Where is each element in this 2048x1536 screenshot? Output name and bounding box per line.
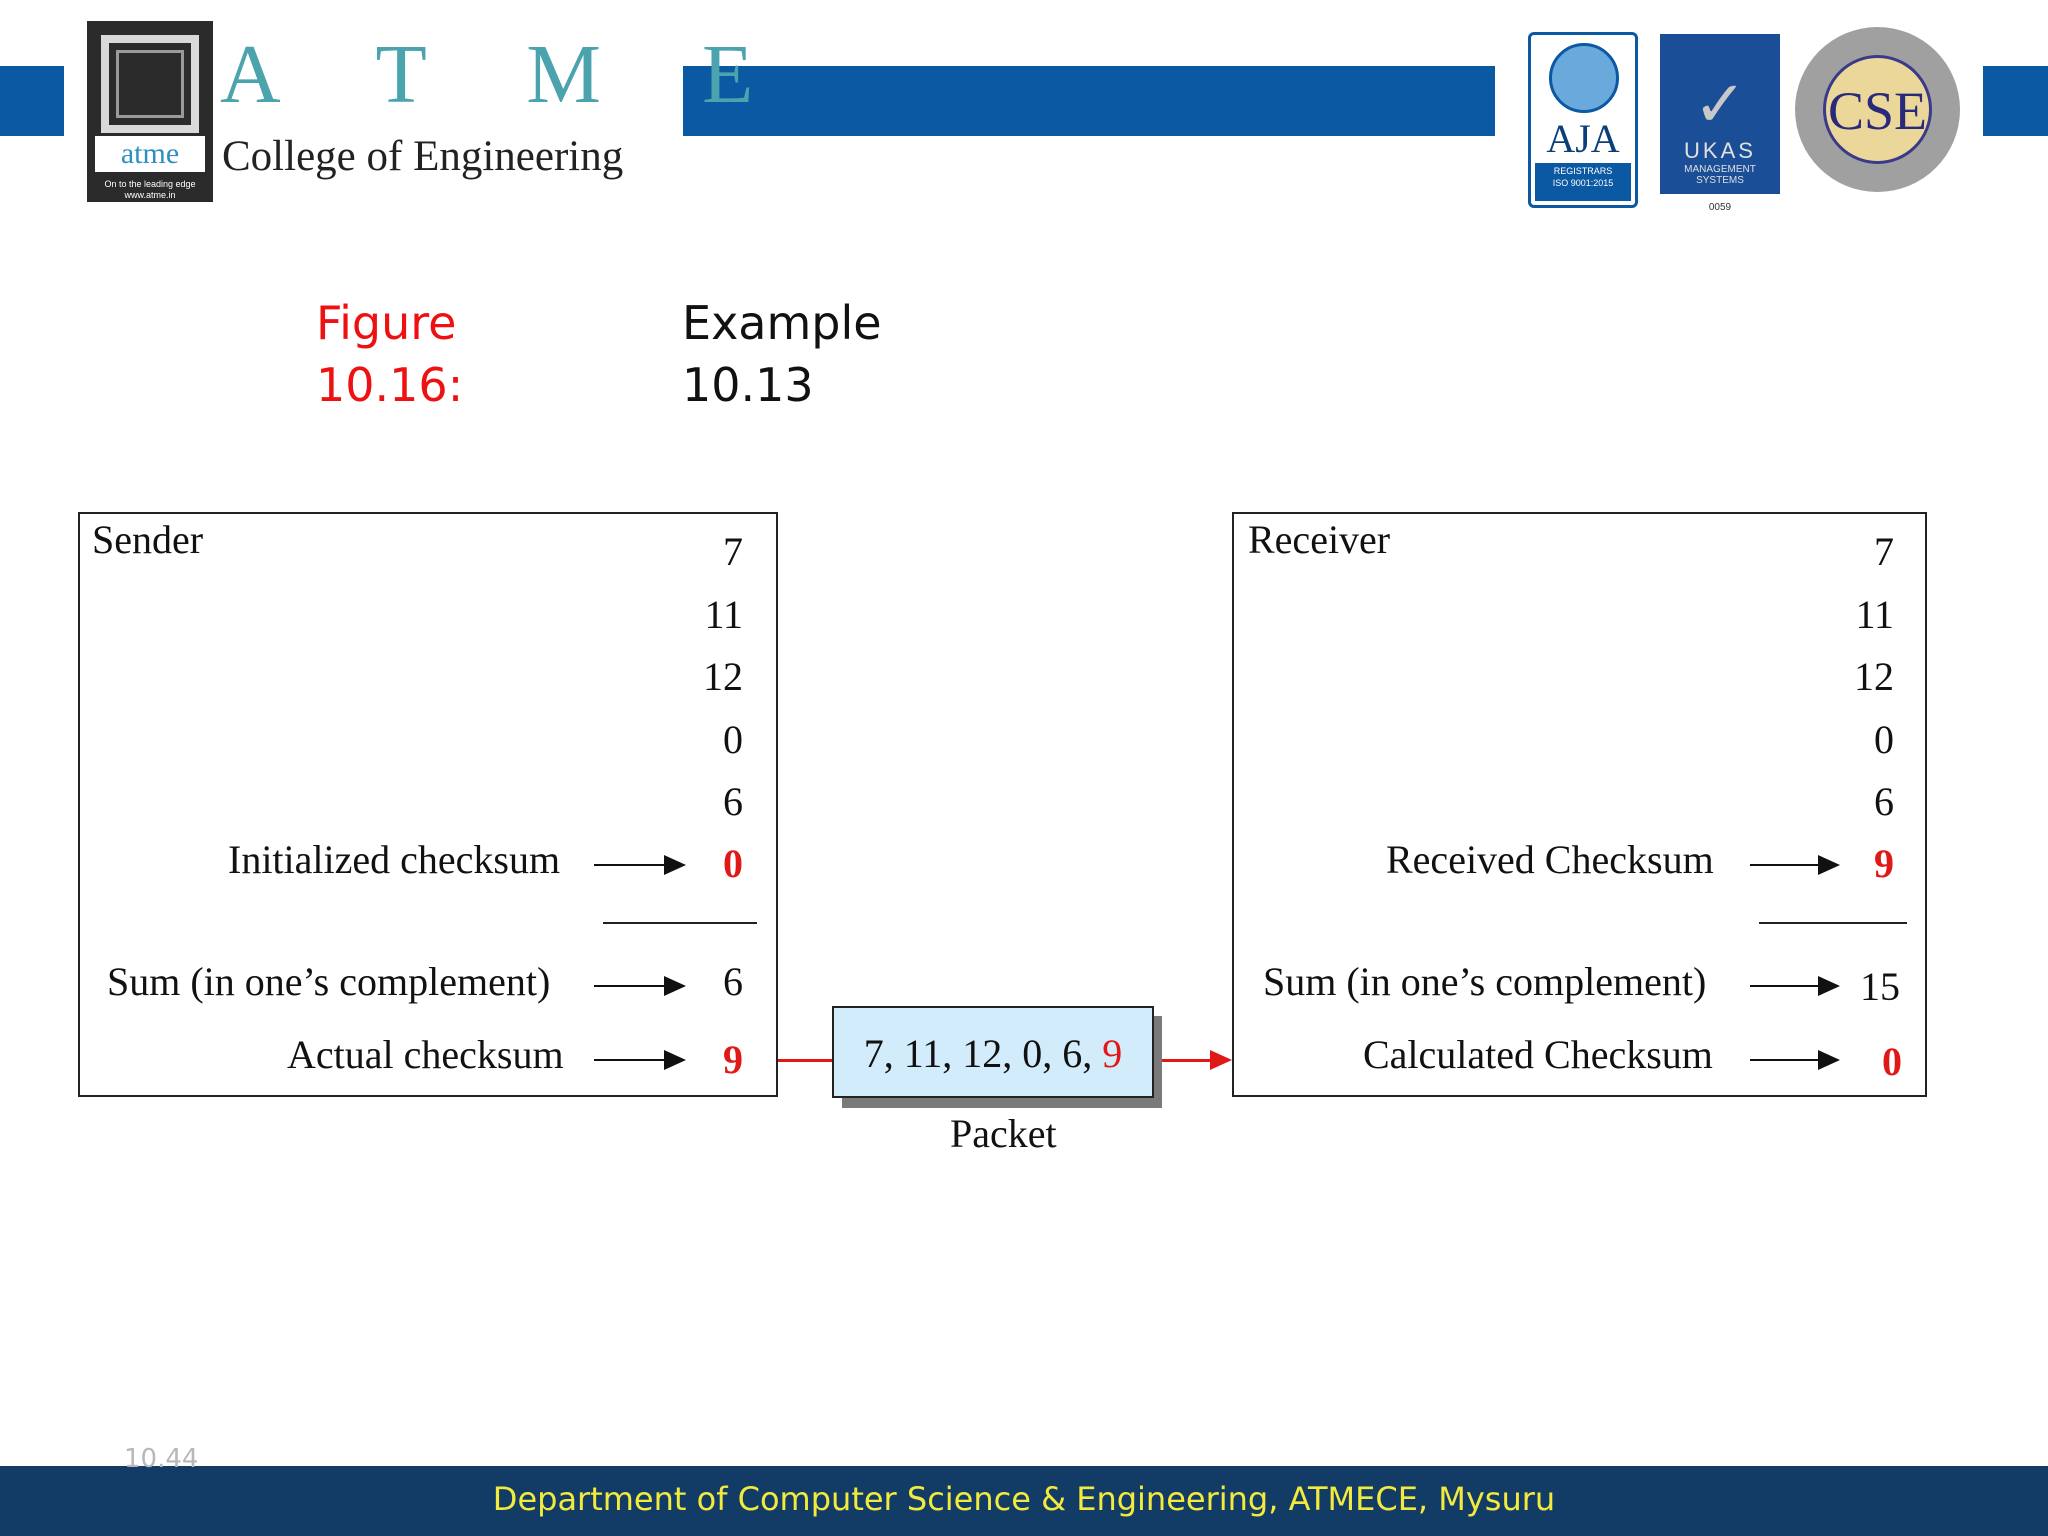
actual-checksum-label: Actual checksum [287, 1032, 564, 1077]
receiver-title: Receiver [1248, 517, 1391, 562]
receiver-value: 0 [1874, 717, 1894, 762]
packet-data: 7, 11, 12, 0, 6, [863, 1031, 1103, 1076]
received-checksum-value: 9 [1874, 841, 1894, 886]
sender-sum-value: 6 [723, 959, 743, 1004]
ukas-logo-text: UKAS [1684, 138, 1756, 163]
brand-subtitle: College of Engineering [222, 133, 624, 180]
received-checksum-arrow [1750, 855, 1840, 875]
calculated-checksum-arrow [1750, 1050, 1840, 1070]
footer-department: Department of Computer Science & Enginee… [492, 1480, 1556, 1518]
sender-sum-arrow [594, 976, 686, 996]
checkmark-icon: ✓ [1693, 68, 1747, 140]
sender-sum-rule [603, 922, 757, 924]
aja-logo-text: AJA [1546, 116, 1620, 161]
cse-logo: CSE [1795, 27, 1960, 192]
atme-logo-word: atme [95, 136, 205, 172]
receiver-value: 7 [1874, 529, 1894, 574]
actual-checksum-value: 9 [723, 1037, 743, 1082]
header-bar-middle [683, 66, 1495, 136]
sender-box [78, 512, 778, 1097]
sender-value: 0 [723, 717, 743, 762]
footer-bar [0, 1466, 2048, 1536]
figure-label: Figure 10.16: [316, 296, 464, 412]
ukas-number: 0059 [1708, 202, 1732, 213]
sender-value: 11 [704, 592, 743, 637]
receiver-sum-label: Sum (in one’s complement) [1263, 959, 1707, 1004]
cse-logo-inner: CSE [1823, 55, 1932, 164]
ukas-logo: ✓ UKAS MANAGEMENT SYSTEMS [1660, 34, 1780, 194]
header-bar-right [1983, 66, 2048, 136]
calculated-checksum-label: Calculated Checksum [1363, 1032, 1713, 1077]
initialized-checksum-label: Initialized checksum [228, 837, 561, 882]
sender-value: 12 [703, 654, 743, 699]
atme-logo-frame [101, 35, 199, 133]
packet-label: Packet [950, 1111, 1057, 1156]
atme-logo: atme On to the leading edge www.atme.in [87, 21, 213, 202]
receiver-value: 12 [1854, 654, 1894, 699]
receiver-value: 11 [1855, 592, 1894, 637]
receiver-value: 6 [1874, 779, 1894, 824]
received-checksum-label: Received Checksum [1386, 837, 1714, 882]
sender-to-packet-line [778, 1059, 834, 1062]
receiver-sum-rule [1759, 922, 1907, 924]
calculated-checksum-value: 0 [1882, 1039, 1902, 1084]
figure-title: Example 10.13 [682, 296, 882, 412]
packet-content: 7, 11, 12, 0, 6, 9 [834, 1030, 1152, 1077]
header-bar-left [0, 66, 64, 136]
receiver-box [1232, 512, 1927, 1097]
slide-number: 10.44 [124, 1444, 199, 1474]
atme-logo-tagline: On to the leading edge www.atme.in [104, 179, 196, 200]
aja-logo-band: REGISTRARS ISO 9001:2015 [1535, 163, 1631, 201]
receiver-sum-value: 15 [1860, 964, 1900, 1009]
initialized-checksum-value: 0 [723, 841, 743, 886]
aja-registrars-logo: AJA REGISTRARS ISO 9001:2015 [1528, 32, 1638, 208]
sender-sum-label: Sum (in one’s complement) [107, 959, 551, 1004]
brand-letters: A T M E [220, 28, 794, 121]
sender-title: Sender [92, 517, 204, 562]
initialized-checksum-arrow [594, 855, 686, 875]
actual-checksum-arrow [594, 1050, 686, 1070]
globe-icon [1549, 43, 1619, 113]
packet-to-receiver-arrow [1162, 1050, 1232, 1070]
cse-logo-text: CSE [1827, 81, 1928, 141]
packet-box: 7, 11, 12, 0, 6, 9 [832, 1006, 1154, 1098]
sender-value: 7 [723, 529, 743, 574]
ukas-logo-subtext: MANAGEMENT SYSTEMS [1684, 164, 1756, 186]
packet-checksum: 9 [1102, 1031, 1123, 1076]
sender-value: 6 [723, 779, 743, 824]
receiver-sum-arrow [1750, 976, 1840, 996]
